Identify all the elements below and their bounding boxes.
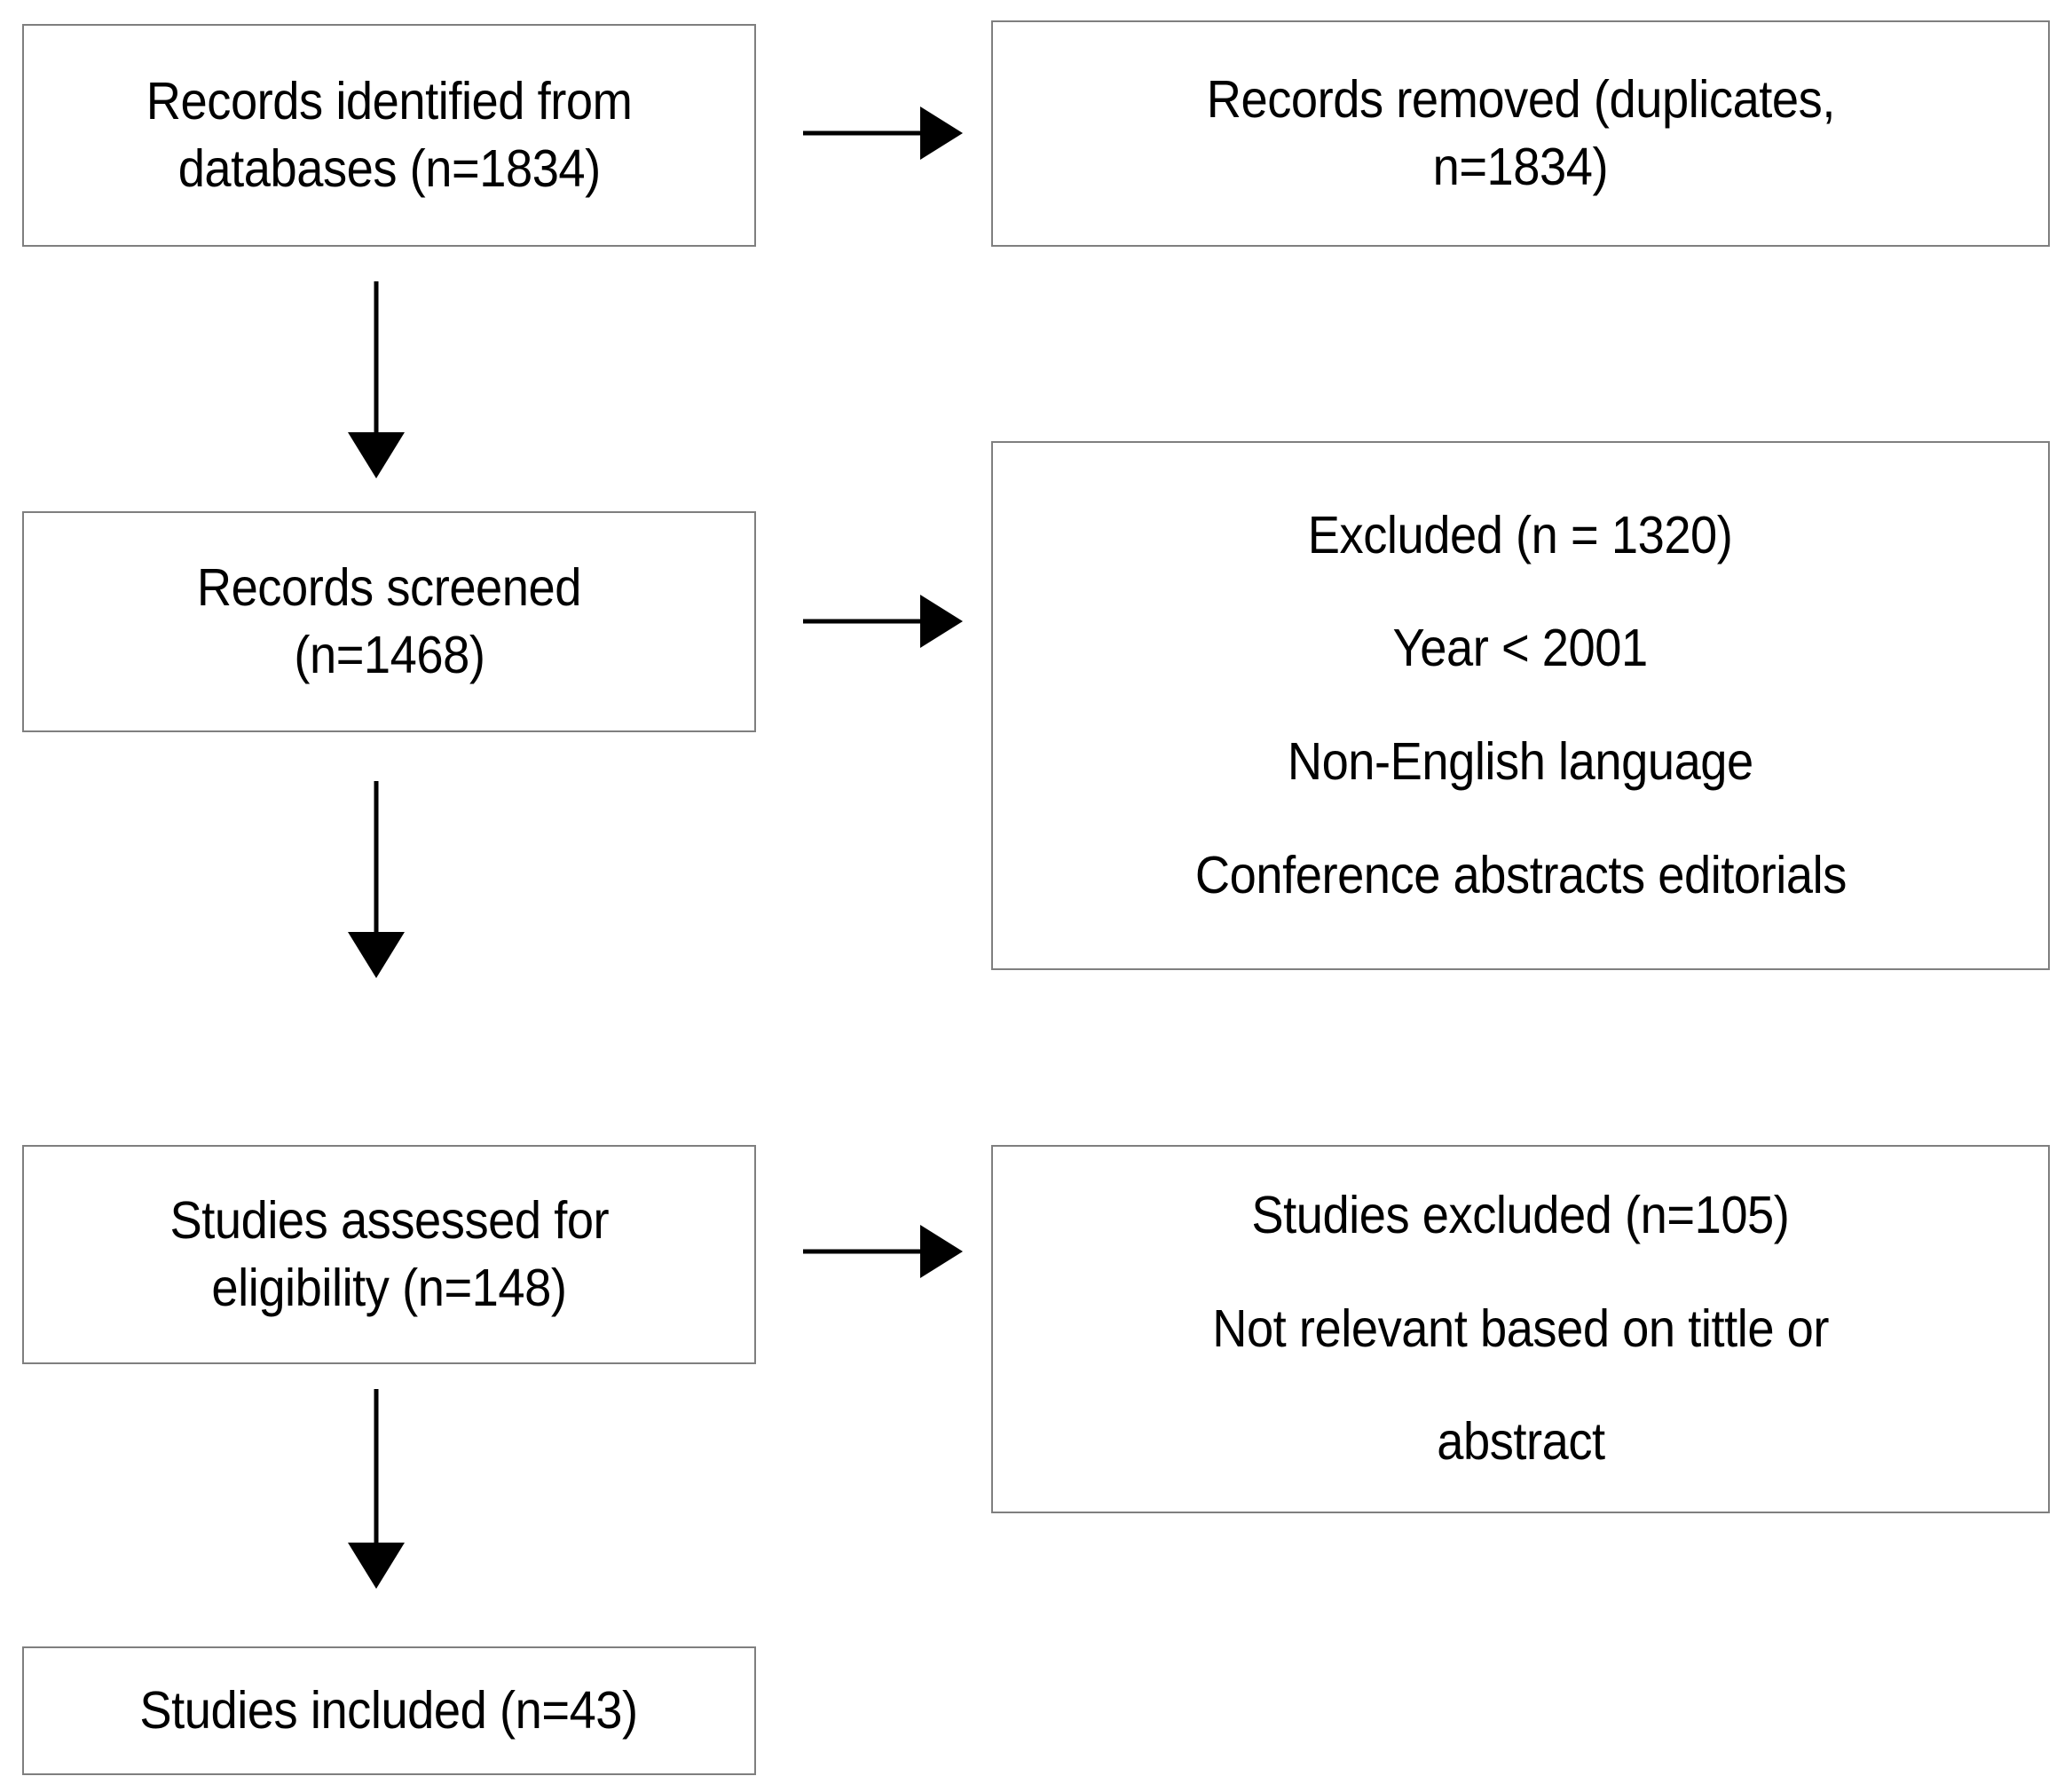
studies-excluded-line-2: Not relevant based on tittle or [1212, 1299, 1829, 1358]
arrow-screened-to-excluded [803, 595, 963, 648]
studies-included-line-1: Studies included (n=43) [139, 1680, 639, 1740]
arrow-screened-to-assessed [348, 781, 405, 978]
studies-assessed-line-1: Studies assessed for [169, 1190, 609, 1250]
box-studies-excluded: Studies excluded (n=105) Not relevant ba… [991, 1145, 2050, 1513]
records-excluded-line-3: Non-English language [1288, 732, 1753, 791]
arrow-head-right-icon [920, 595, 963, 648]
arrow-shaft [803, 1249, 923, 1254]
arrow-identified-to-screened [348, 281, 405, 478]
box-studies-included: Studies included (n=43) [22, 1646, 756, 1775]
records-screened-line-1: Records screened [196, 557, 582, 617]
arrow-shaft [803, 130, 923, 136]
arrow-head-right-icon [920, 1225, 963, 1278]
records-identified-line-2: databases (n=1834) [177, 138, 601, 198]
arrow-head-down-icon [348, 1543, 405, 1589]
arrow-identified-to-removed [803, 107, 963, 160]
box-records-identified: Records identified from databases (n=183… [22, 24, 756, 247]
records-excluded-line-4: Conference abstracts editorials [1194, 845, 1847, 904]
records-removed-line-2: n=1834) [1432, 137, 1609, 196]
records-screened-line-2: (n=1468) [293, 625, 485, 684]
records-excluded-line-2: Year < 2001 [1392, 619, 1649, 678]
box-records-screened: Records screened (n=1468) [22, 511, 756, 732]
arrow-assessed-to-studies-excluded [803, 1225, 963, 1278]
records-removed-line-1: Records removed (duplicates, [1206, 69, 1835, 129]
arrow-shaft [803, 619, 923, 624]
arrow-shaft [374, 1389, 379, 1547]
arrow-head-down-icon [348, 932, 405, 978]
box-records-excluded: Excluded (n = 1320) Year < 2001 Non-Engl… [991, 441, 2050, 970]
arrow-shaft [374, 781, 379, 936]
arrow-head-right-icon [920, 107, 963, 160]
studies-assessed-line-2: eligibility (n=148) [211, 1258, 567, 1317]
studies-excluded-line-3: abstract [1436, 1412, 1605, 1472]
records-excluded-line-1: Excluded (n = 1320) [1308, 505, 1733, 564]
box-records-removed: Records removed (duplicates, n=1834) [991, 20, 2050, 247]
arrow-head-down-icon [348, 432, 405, 478]
arrow-shaft [374, 281, 379, 437]
studies-excluded-line-1: Studies excluded (n=105) [1251, 1186, 1790, 1245]
box-studies-assessed: Studies assessed for eligibility (n=148) [22, 1145, 756, 1364]
arrow-assessed-to-included [348, 1389, 405, 1589]
records-identified-line-1: Records identified from [146, 71, 633, 130]
